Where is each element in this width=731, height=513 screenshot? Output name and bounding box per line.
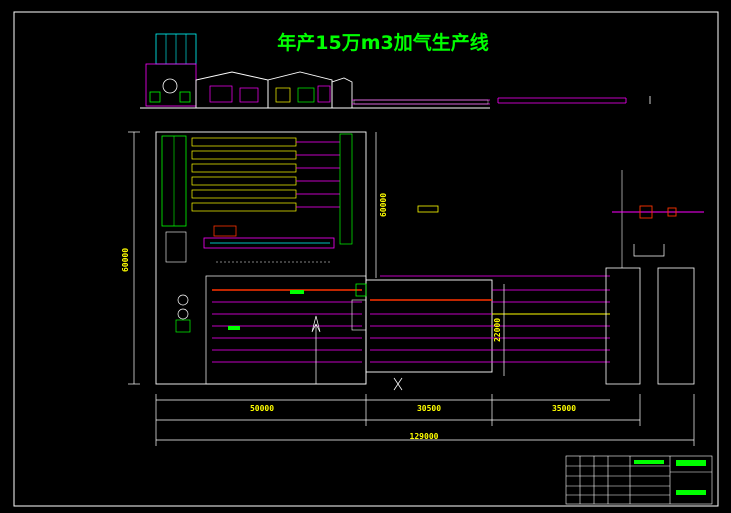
dim-bottom-total: 129000 [410, 432, 439, 441]
dim-bottom-right: 35000 [552, 404, 576, 413]
mould-rows [191, 137, 340, 212]
dimension-labels: 50000 30500 35000 129000 60000 60000 220… [121, 193, 576, 441]
dimension-lines [128, 131, 695, 446]
elevation-view [140, 33, 651, 109]
drawing-frame [13, 11, 719, 507]
autoclave-tracks [212, 275, 610, 363]
dim-bottom-mid: 30500 [417, 404, 441, 413]
drawing-title: 年产15万m3加气生产线 [277, 31, 488, 54]
plan-view [155, 131, 704, 391]
title-block [565, 455, 713, 505]
dim-right-height: 22000 [493, 318, 502, 342]
dim-left-height: 60000 [121, 248, 130, 272]
dim-center-height: 60000 [379, 193, 388, 217]
dim-bottom-left: 50000 [250, 404, 274, 413]
